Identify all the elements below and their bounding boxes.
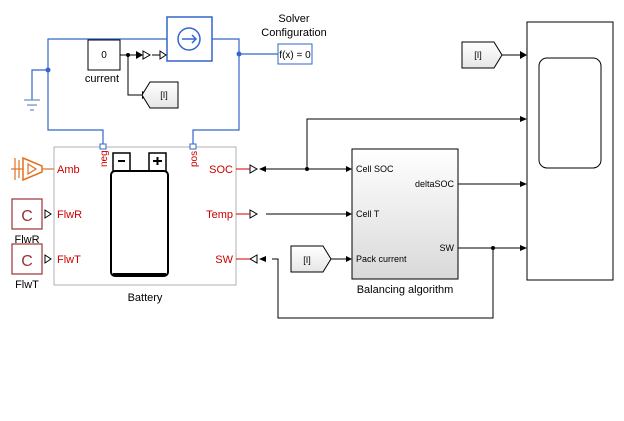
from-tag-scope-block[interactable]: [I] [461, 41, 503, 69]
solver-label-line2: Configuration [261, 27, 326, 39]
physical-junction [236, 51, 242, 57]
balancer-port-cell-soc: Cell SOC [356, 164, 394, 174]
signal-line-current-branch[interactable] [127, 55, 142, 96]
current-source-icon [177, 27, 201, 51]
ground-icon [24, 99, 40, 111]
flwr-block[interactable]: C [11, 198, 43, 230]
from-tag-balancer-block[interactable]: [I] [290, 245, 332, 273]
physical-connections [31, 38, 278, 147]
from-tag-balancer-label: [I] [303, 255, 311, 265]
constant-value: 0 [101, 50, 107, 61]
battery-icon [110, 152, 169, 277]
battery-port-pos: pos [189, 151, 200, 167]
signal-junctions [126, 53, 495, 250]
solver-label-line1: Solver [278, 13, 310, 25]
battery-port-sw: SW [215, 254, 233, 266]
battery-port-temp: Temp [206, 209, 233, 221]
flwr-label: FlwR [14, 234, 39, 246]
flwt-label: FlwT [15, 279, 39, 291]
battery-port-amb: Amb [57, 164, 80, 176]
constant-label: current [85, 73, 119, 85]
battery-port-neg: neg [99, 150, 110, 167]
balancer-port-pack-current: Pack current [356, 254, 407, 264]
from-tag-scope-label: [I] [474, 50, 482, 60]
battery-label: Battery [128, 292, 163, 304]
solver-equation: f(x) = 0 [279, 50, 311, 61]
battery-port-connectors [236, 168, 250, 260]
balancer-port-cell-t: Cell T [356, 209, 380, 219]
signal-lines [120, 54, 520, 319]
battery-port-flwt: FlwT [57, 254, 81, 266]
signal-line-sw-feedback[interactable] [272, 248, 494, 319]
balancer-label: Balancing algorithm [357, 284, 454, 296]
signal-line-soc-branch[interactable] [306, 118, 520, 169]
flwr-symbol: C [21, 208, 33, 225]
battery-physical-ports [99, 143, 197, 150]
constant-block[interactable]: 0 [87, 39, 121, 71]
balancing-algorithm-block[interactable]: Cell SOC Cell T Pack current deltaSOC SW [351, 148, 459, 280]
ambient-temperature-block[interactable] [11, 156, 54, 182]
goto-tag-label: [I] [160, 90, 168, 100]
balancer-port-delta-soc: deltaSOC [415, 179, 455, 189]
physical-line-left-loop[interactable] [47, 38, 167, 147]
physical-junction [45, 67, 51, 73]
battery-block[interactable]: Amb FlwR FlwT SOC Temp SW neg pos [53, 146, 237, 286]
solver-configuration-block[interactable]: f(x) = 0 [277, 43, 313, 65]
current-sensor-block[interactable] [166, 16, 213, 62]
physical-line-right-loop[interactable] [192, 38, 240, 147]
scope-block[interactable] [526, 21, 614, 281]
physical-line-ground[interactable] [31, 69, 48, 100]
scope-screen-icon [538, 57, 602, 169]
battery-port-flwr: FlwR [57, 209, 82, 221]
goto-tag-block[interactable]: [I] [141, 81, 179, 109]
battery-port-soc: SOC [209, 164, 233, 176]
balancer-port-sw: SW [440, 243, 455, 253]
flwt-symbol: C [21, 253, 33, 270]
flwt-block[interactable]: C [11, 243, 43, 275]
